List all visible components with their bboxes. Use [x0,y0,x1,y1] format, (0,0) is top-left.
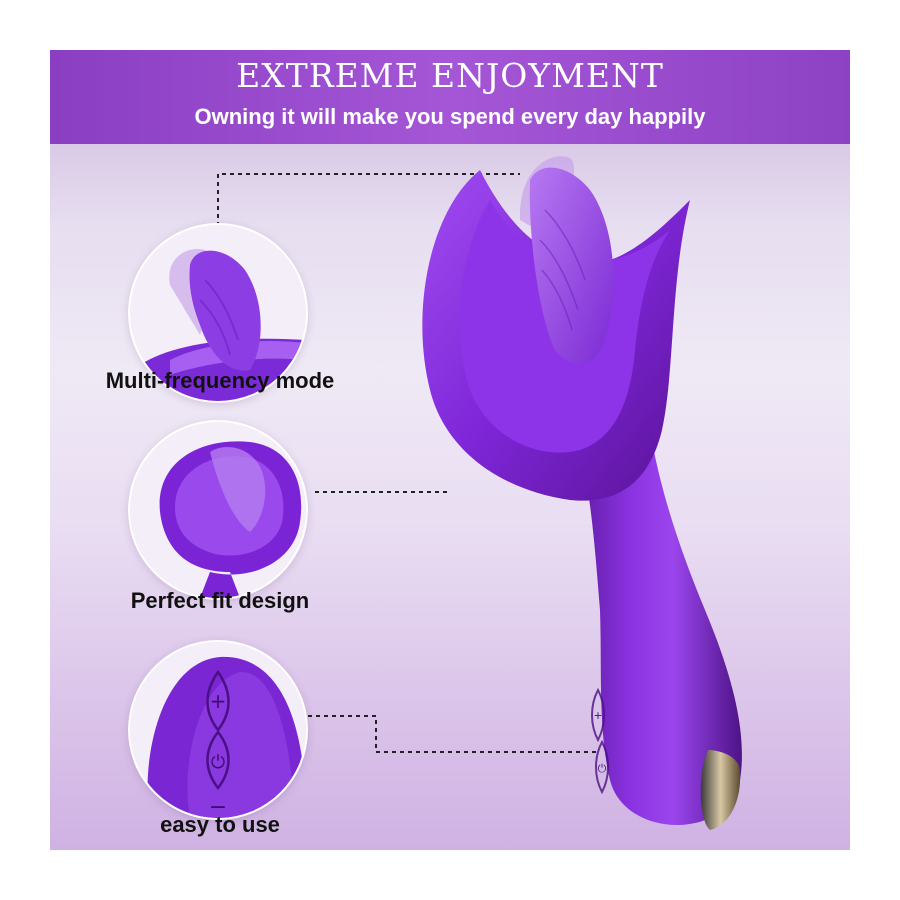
leader-line-3 [308,715,598,753]
product-illustration: + ⏻ [422,156,742,830]
product-infographic: EXTREME ENJOYMENT Owning it will make yo… [50,50,850,850]
tongue-closeup-image [130,225,306,401]
product-handle [570,410,742,825]
handle-power-icon: ⏻ [598,762,607,775]
page-title: EXTREME ENJOYMENT [236,56,664,95]
cup-closeup-image [130,422,306,598]
minus-icon: − [209,795,227,818]
power-button-outline [206,729,230,791]
buttons-closeup-image: + ⏻ − [130,642,306,818]
header-banner: EXTREME ENJOYMENT Owning it will make yo… [50,50,850,144]
charging-tip [700,750,741,830]
feature-circle-tongue [130,225,306,401]
feature-circle-buttons: + ⏻ − [130,642,306,818]
leader-line-1 [217,173,520,226]
feature-circle-cup [130,422,306,598]
feature-label-2: Perfect fit design [130,588,310,613]
feature-label-3: easy to use [160,812,280,837]
leader-lines [217,173,598,753]
power-icon: ⏻ [211,752,225,773]
handle-buttons [591,687,609,795]
handle-plus-icon: + [593,709,602,722]
feature-label-1: Multi-frequency mode [105,368,335,393]
page-subtitle: Owning it will make you spend every day … [194,104,706,129]
plus-icon: + [210,689,227,713]
